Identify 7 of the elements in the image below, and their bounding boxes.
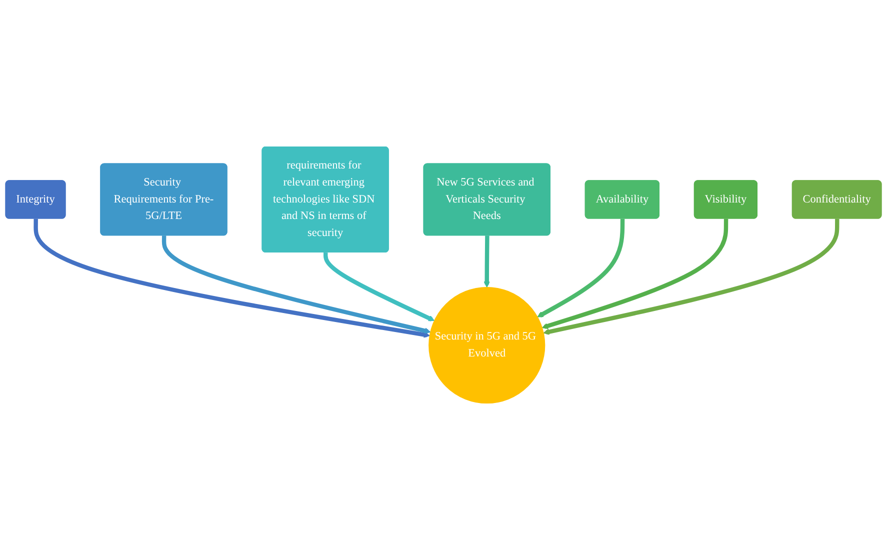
arrow [484,236,490,288]
arrow [542,218,728,330]
node-circle: Security in 5G and 5G Evolved [428,286,546,404]
arrow [543,218,840,335]
arrow [537,218,625,318]
arrow [34,218,430,338]
arrow [162,236,431,334]
